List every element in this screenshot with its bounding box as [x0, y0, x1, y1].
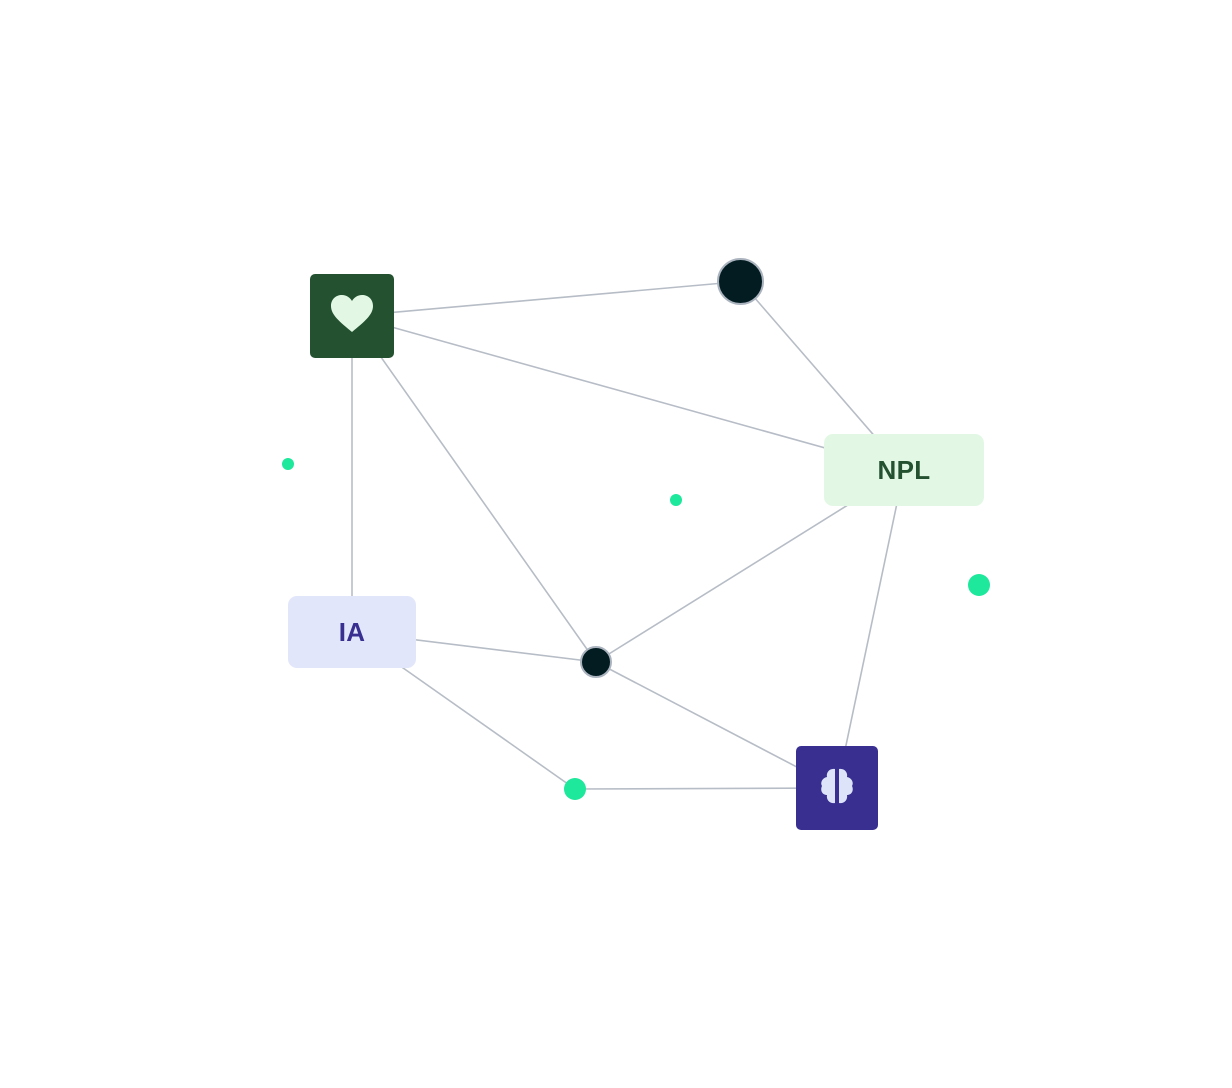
heart-icon	[330, 294, 374, 339]
brain-icon	[817, 766, 857, 811]
heart-tile-node	[310, 274, 394, 358]
accent-dot-right	[968, 574, 990, 596]
hub-node-top	[717, 258, 764, 305]
edge-layer	[351, 280, 905, 790]
accent-dot-middle	[670, 494, 682, 506]
accent-dot-bottom	[564, 778, 586, 800]
npl-tag-node: NPL	[824, 434, 984, 506]
brain-tile-node	[796, 746, 878, 830]
ia-tag-node: IA	[288, 596, 416, 668]
edge-npl_tag-brain_tile	[836, 469, 905, 789]
edge-dot_bottom-brain_tile	[574, 787, 838, 790]
edge-heart_tile-hub_center	[351, 315, 597, 663]
hub-node-center	[580, 646, 612, 678]
edge-heart_tile-npl_tag	[351, 315, 905, 471]
ia-label: IA	[338, 616, 366, 647]
accent-dot-left	[282, 458, 294, 470]
npl-label: NPL	[877, 454, 931, 485]
edge-heart_tile-hub_top	[351, 280, 741, 317]
